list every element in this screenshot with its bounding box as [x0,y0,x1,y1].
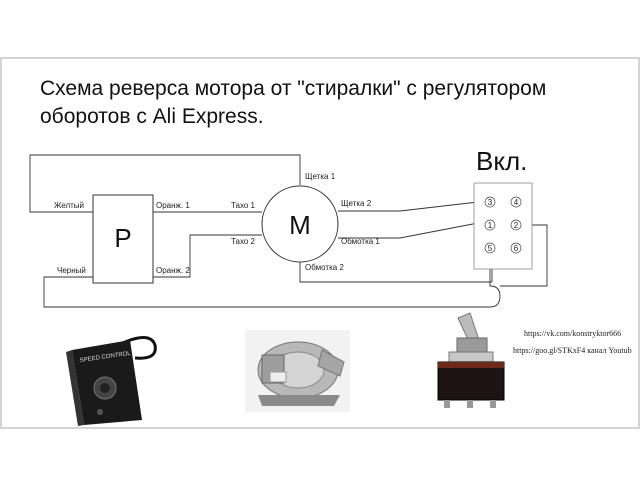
label-orange2: Оранж. 2 [156,266,190,275]
label-tacho2: Тахо 2 [231,237,256,246]
label-black: Черный [57,266,86,275]
label-tacho1: Тахо 1 [231,201,256,210]
link-youtube[interactable]: https://goo.gl/STKxF4 канал Youtub [513,346,632,355]
motor-letter: М [289,210,311,240]
label-orange1: Оранж. 1 [156,201,190,210]
toggle-switch-photo [437,312,505,408]
label-winding1: Обмотка 1 [341,237,380,246]
switch-pin: 4 [514,198,519,207]
label-winding2: Обмотка 2 [305,263,344,272]
regulator-letter: Р [114,223,131,253]
page-title-line1: Схема реверса мотора от "стиралки" с рег… [40,77,547,100]
switch-title: Вкл. [476,146,528,176]
switch-block: 3 4 1 2 5 6 [473,182,533,270]
switch-pin: 5 [488,244,493,253]
label-brush2: Щетка 2 [341,199,372,208]
motor-symbol: М [261,185,339,263]
switch-pin: 1 [488,221,493,230]
label-yellow: Желтый [54,201,84,210]
switch-pin: 6 [514,244,519,253]
label-brush1: Щетка 1 [305,172,336,181]
page-title-line2: оборотов с Ali Express. [40,105,264,128]
link-vk[interactable]: https://vk.com/konstryktor666 [524,329,621,338]
switch-pin: 2 [514,221,519,230]
regulator-block: Р [92,194,154,284]
motor-photo [245,330,350,412]
speed-controller-photo: SPEED CONTROL [66,336,157,426]
switch-pin: 3 [488,198,493,207]
